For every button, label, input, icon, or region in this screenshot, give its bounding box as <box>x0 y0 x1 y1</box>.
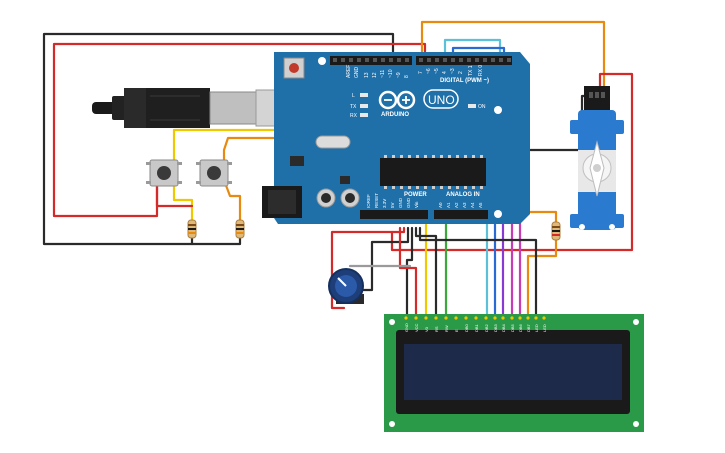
wire-red-lcd-vcc <box>398 226 418 320</box>
power-pin-5v: 5V <box>390 202 395 208</box>
resistor-1 <box>187 219 197 239</box>
analog-pin-a5: A5 <box>478 202 483 208</box>
lcd-pin-vcc: VCC <box>414 323 419 332</box>
lcd-pin-gnd: GND <box>404 323 409 332</box>
lcd-pin-db5: DB5 <box>510 323 515 332</box>
power-pin-gnd1: GND <box>398 197 403 208</box>
pin-6-label: ~6 <box>426 68 432 74</box>
model-label: UNO <box>428 93 455 107</box>
pushbutton-1[interactable] <box>146 159 182 187</box>
wire-red-servo-power <box>390 72 634 252</box>
wire-orange-r2 <box>222 178 242 222</box>
pin-4-label: 4 <box>442 71 448 74</box>
wire-black-lcd-rw <box>414 226 438 320</box>
digital-header-right <box>416 56 512 65</box>
arduino-board: DIGITAL (PWM ~) AREF GND 13 12 ~11 ~10 ~… <box>262 52 530 224</box>
wire-red-pot <box>330 226 406 310</box>
pin-10-label: ~10 <box>388 69 394 78</box>
lcd-pin-db7: DB7 <box>526 323 531 332</box>
resistor-3 <box>551 221 561 241</box>
wire-black-lcd-led <box>418 226 538 320</box>
lcd-pin-rw: RW <box>444 325 449 332</box>
potentiometer[interactable] <box>328 268 364 304</box>
servo-motor <box>570 86 624 230</box>
pin-11-label: ~11 <box>380 70 386 78</box>
pin-tx1-label: TX 1 <box>468 65 474 76</box>
lcd-pin-db0: DB0 <box>464 323 469 332</box>
power-pin-vin: Vin <box>414 201 419 208</box>
analog-pin-a4: A4 <box>470 202 475 208</box>
pin-5-label: ~5 <box>434 68 440 74</box>
pin-rx0-label: RX 0 <box>478 65 484 76</box>
lcd-screen <box>404 344 622 400</box>
wire-orange-servo-signal <box>420 20 606 90</box>
uno-badge <box>423 89 459 109</box>
resistor-2 <box>235 219 245 239</box>
brand-label: ARDUINO <box>381 112 409 118</box>
power-pin-ioref: IOREF <box>366 194 371 208</box>
power-pin-labels: IOREF RESET 3.3V 5V GND GND Vin <box>366 193 419 208</box>
wire-red-5v-loop <box>52 42 427 218</box>
power-pin-3v3: 3.3V <box>382 199 387 208</box>
lcd-pin-db6: DB6 <box>518 323 523 332</box>
pin-7-label: 7 <box>418 71 424 74</box>
lcd-pin-db2: DB2 <box>484 323 489 332</box>
wire-black-lcd-gnd <box>405 226 414 320</box>
wire-black-gnd-loop <box>42 32 395 246</box>
pin-13-label: 13 <box>364 72 370 78</box>
digital-header-left <box>330 56 412 65</box>
lcd-pin-led-k: LED <box>542 324 547 332</box>
digital-header-label: DIGITAL (PWM ~) <box>440 78 489 84</box>
pin-2-label: 2 <box>458 71 464 74</box>
wire-yellow-r1 <box>172 180 194 222</box>
power-pin-reset: RESET <box>374 193 379 208</box>
power-header <box>360 210 428 219</box>
led-l-label: L <box>352 93 355 99</box>
pin-12-label: 12 <box>372 72 378 78</box>
analog-pin-a0: A0 <box>438 202 443 208</box>
lcd-display: GND VCC V0 RS RW E DB0 DB1 DB2 DB3 DB4 D… <box>384 314 644 432</box>
atmega-chip <box>380 158 486 186</box>
lcd-pin-e: E <box>454 329 459 332</box>
analog-pin-a3: A3 <box>462 202 467 208</box>
lcd-pin-rs: RS <box>434 326 439 332</box>
pin-8-label: 8 <box>404 75 410 78</box>
analog-pin-a2: A2 <box>454 202 459 208</box>
power-header-label: POWER <box>404 192 427 198</box>
pin-9-label: ~9 <box>396 72 402 78</box>
aref-label: AREF <box>346 65 352 78</box>
crystal <box>315 135 351 149</box>
lcd-pin-db3: DB3 <box>493 323 498 332</box>
lcd-pin-led-a: LED <box>534 324 539 332</box>
wire-orange-led <box>526 236 558 320</box>
wire-red-r1 <box>155 180 194 208</box>
pushbutton-2[interactable] <box>196 159 232 187</box>
analog-pin-labels: A0 A1 A2 A3 A4 A5 <box>438 202 483 208</box>
analog-pin-a1: A1 <box>446 202 451 208</box>
power-pin-gnd2: GND <box>406 197 411 208</box>
wire-black-pot <box>354 226 410 292</box>
lcd-pin-v0: V0 <box>424 326 429 332</box>
led-tx-label: TX <box>350 104 357 110</box>
lcd-pin-labels: GND VCC V0 RS RW E DB0 DB1 DB2 DB3 DB4 D… <box>404 323 547 332</box>
arduino-logo <box>378 90 416 110</box>
lcd-pin-db1: DB1 <box>474 323 479 332</box>
gnd-label: GND <box>354 67 360 79</box>
analog-header <box>434 210 488 219</box>
on-label: ON <box>478 104 486 110</box>
pin-3-label: ~3 <box>450 68 456 74</box>
lcd-pin-db4: DB4 <box>501 323 506 332</box>
digital-pin-labels: 13 12 ~11 ~10 ~9 8 7 ~6 ~5 4 ~3 2 TX 1 R… <box>364 65 484 78</box>
led-rx-label: RX <box>350 113 358 119</box>
analog-header-label: ANALOG IN <box>446 192 480 198</box>
usb-cable <box>92 88 281 128</box>
